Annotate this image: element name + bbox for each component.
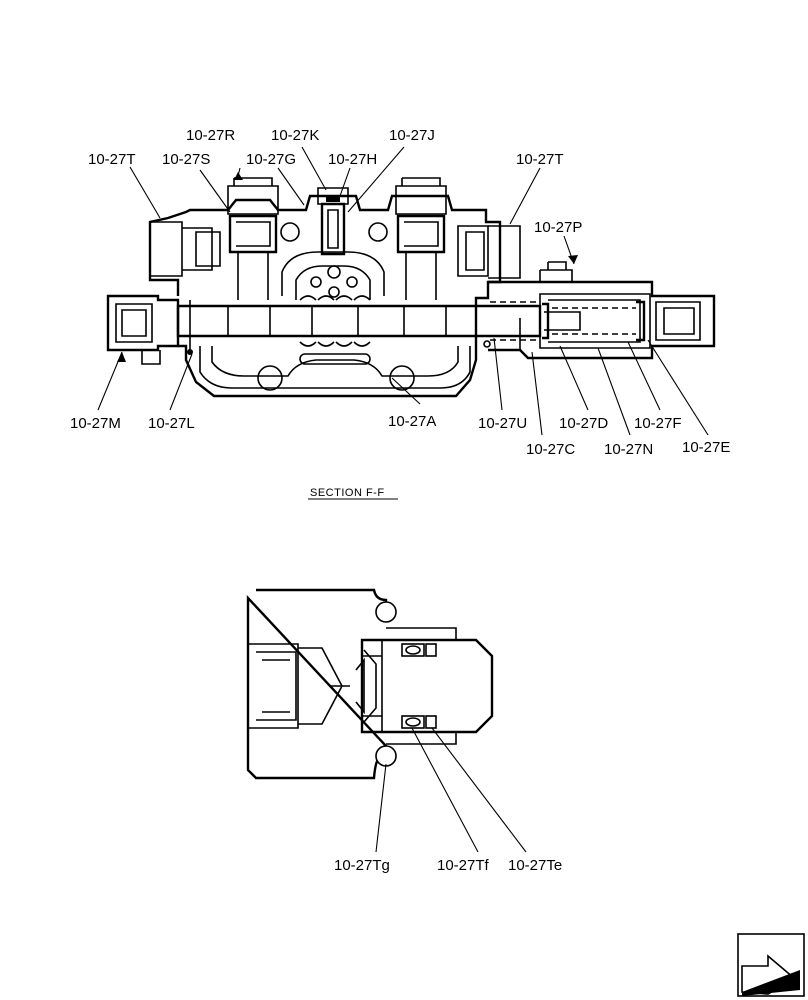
part-labels-top: 10-27R 10-27K 10-27J 10-27T 10-27S 10-27… — [70, 127, 730, 458]
label-10-27E: 10-27E — [682, 439, 730, 456]
label-10-27H: 10-27H — [328, 151, 377, 168]
label-10-27C: 10-27C — [526, 441, 575, 458]
label-10-27R: 10-27R — [186, 127, 235, 144]
label-10-27J: 10-27J — [389, 127, 435, 144]
label-10-27Tg: 10-27Tg — [334, 857, 390, 874]
part-labels-bottom: 10-27Tg 10-27Tf 10-27Te — [334, 857, 562, 874]
label-10-27F: 10-27F — [634, 415, 682, 432]
valve-section-drawing — [106, 177, 716, 398]
label-10-27T-right: 10-27T — [516, 151, 564, 168]
page-turn-arrow-icon[interactable] — [737, 933, 805, 997]
label-10-27Te: 10-27Te — [508, 857, 562, 874]
label-10-27Tf: 10-27Tf — [437, 857, 490, 874]
label-10-27N: 10-27N — [604, 441, 653, 458]
leader-lines-top — [97, 146, 709, 436]
label-10-27P: 10-27P — [534, 219, 582, 236]
label-10-27M: 10-27M — [70, 415, 121, 432]
label-10-27A: 10-27A — [388, 413, 436, 430]
label-10-27D: 10-27D — [559, 415, 608, 432]
label-10-27G: 10-27G — [246, 151, 296, 168]
label-10-27T-left: 10-27T — [88, 151, 136, 168]
section-title: SECTION F-F — [310, 487, 385, 499]
label-10-27S: 10-27S — [162, 151, 210, 168]
label-10-27K: 10-27K — [271, 127, 319, 144]
label-10-27L: 10-27L — [148, 415, 195, 432]
leader-lines-bottom — [375, 727, 527, 853]
label-10-27U: 10-27U — [478, 415, 527, 432]
plug-detail-drawing — [246, 588, 494, 780]
